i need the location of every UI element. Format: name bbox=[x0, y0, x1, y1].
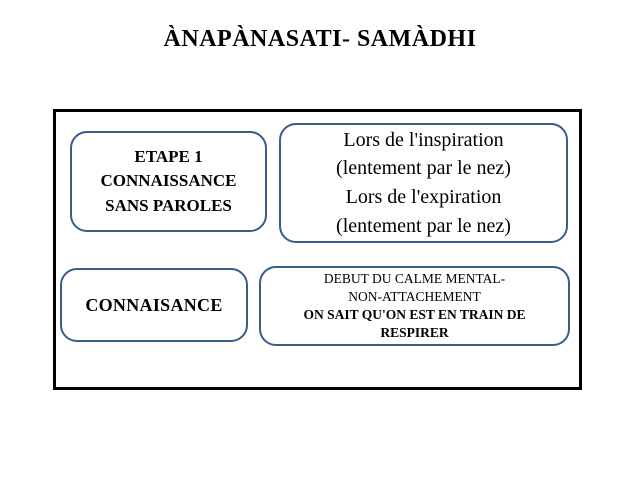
box-breathing-line: (lentement par le nez) bbox=[336, 214, 511, 237]
box-etape1-line: SANS PAROLES bbox=[105, 195, 232, 215]
box-calme-line: RESPIRER bbox=[380, 325, 449, 341]
box-breathing-line: (lentement par le nez) bbox=[336, 157, 511, 180]
box-calme-line: DEBUT DU CALME MENTAL- bbox=[323, 270, 506, 286]
box-calme-mental: DEBUT DU CALME MENTAL- NON-ATTACHEMENT O… bbox=[259, 266, 570, 346]
diagram-frame: ETAPE 1 CONNAISSANCE SANS PAROLES Lors d… bbox=[53, 109, 582, 390]
box-breathing: Lors de l'inspiration (lentement par le … bbox=[279, 123, 568, 243]
box-breathing-line: Lors de l'inspiration bbox=[343, 128, 504, 151]
box-etape1-line: CONNAISSANCE bbox=[100, 171, 237, 191]
box-connaisance-label: CONNAISANCE bbox=[85, 294, 223, 315]
box-etape1: ETAPE 1 CONNAISSANCE SANS PAROLES bbox=[70, 131, 267, 232]
box-connaisance: CONNAISANCE bbox=[60, 268, 248, 342]
page-title: ÀNAPÀNASATI- SAMÀDHI bbox=[163, 26, 477, 52]
box-calme-line: ON SAIT QU'ON EST EN TRAIN DE bbox=[303, 307, 526, 322]
box-breathing-line: Lors de l'expiration bbox=[345, 186, 502, 208]
box-calme-line: NON-ATTACHEMENT bbox=[348, 288, 481, 304]
box-etape1-line: ETAPE 1 bbox=[134, 146, 203, 166]
